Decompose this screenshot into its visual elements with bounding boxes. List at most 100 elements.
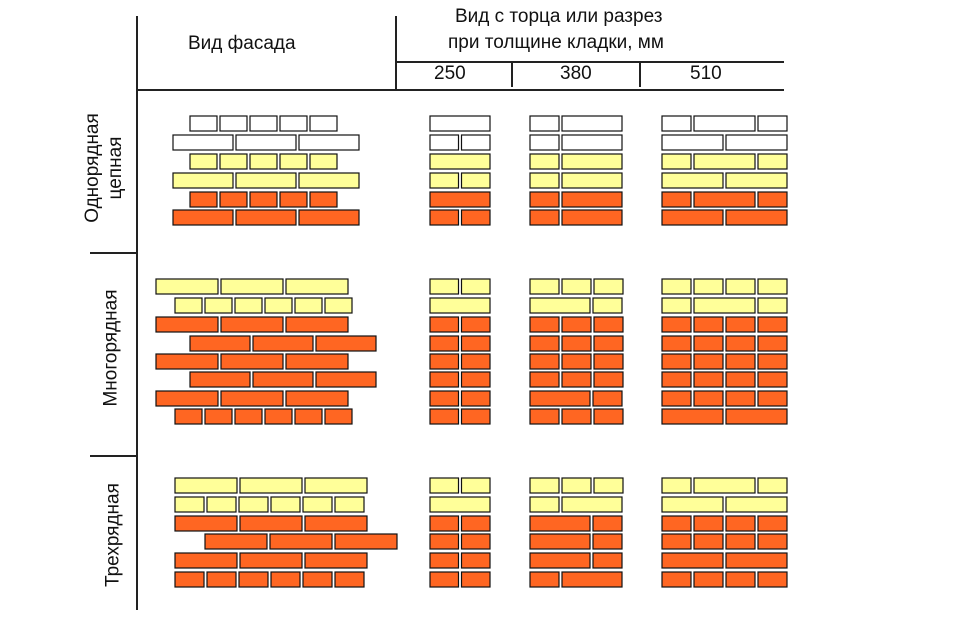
section-380-brick xyxy=(529,390,591,407)
section-380-brick xyxy=(529,408,560,425)
section-380-brick xyxy=(561,371,592,388)
thickness-label-510: 510 xyxy=(690,63,722,84)
section-380-brick xyxy=(592,552,623,569)
section-510-brick xyxy=(757,571,788,588)
section-380-brick xyxy=(561,278,592,295)
thickness-divider-2 xyxy=(639,63,641,87)
facade-brick-header xyxy=(249,115,278,132)
section-250-brick xyxy=(460,316,491,333)
section-380-brick xyxy=(561,115,623,132)
section-250-brick xyxy=(460,353,491,370)
section-380-brick xyxy=(529,552,591,569)
section-510-brick xyxy=(757,390,788,407)
header-vertical-line-left xyxy=(136,16,138,610)
facade-brick xyxy=(220,353,284,370)
section-250-brick xyxy=(429,371,460,388)
row-separator-2 xyxy=(90,455,137,457)
section-380-brick xyxy=(529,335,560,352)
section-510-brick xyxy=(725,371,756,388)
section-510-brick xyxy=(757,533,788,550)
section-510-brick xyxy=(693,316,724,333)
section-380-brick xyxy=(561,477,592,494)
section-380-brick xyxy=(529,353,560,370)
facade-brick xyxy=(252,371,314,388)
section-510-brick xyxy=(661,390,692,407)
section-250-brick xyxy=(429,115,491,132)
section-510-brick xyxy=(725,172,788,189)
section-510-brick xyxy=(661,297,692,314)
section-510-brick xyxy=(725,209,788,226)
section-250-brick xyxy=(460,209,491,226)
facade-brick xyxy=(302,571,333,588)
facade-brick xyxy=(285,390,349,407)
section-510-brick xyxy=(757,153,788,170)
section-250-brick xyxy=(429,477,460,494)
facade-brick xyxy=(285,316,349,333)
section-510-brick xyxy=(693,115,756,132)
facade-brick xyxy=(174,496,205,513)
row-separator-1 xyxy=(90,252,137,254)
facade-brick-header xyxy=(309,153,338,170)
section-380-brick xyxy=(561,191,623,208)
facade-brick-stretcher xyxy=(172,134,234,151)
section-510-brick xyxy=(757,115,788,132)
section-380-brick xyxy=(529,209,560,226)
facade-brick xyxy=(264,408,293,425)
facade-brick-header xyxy=(249,153,278,170)
section-380-brick xyxy=(529,134,560,151)
section-510-brick xyxy=(757,335,788,352)
section-250-brick xyxy=(429,278,460,295)
header-vertical-line-mid xyxy=(395,16,397,89)
facade-brick xyxy=(155,316,219,333)
section-510-brick xyxy=(661,477,692,494)
section-250-brick xyxy=(429,552,460,569)
facade-brick xyxy=(239,552,303,569)
facade-brick xyxy=(220,278,284,295)
facade-brick xyxy=(264,297,293,314)
section-380-brick xyxy=(593,278,624,295)
section-250-brick xyxy=(429,496,491,513)
section-250-brick xyxy=(429,134,460,151)
section-510-brick xyxy=(661,515,692,532)
section-510-brick xyxy=(661,153,692,170)
facade-brick xyxy=(294,297,323,314)
facade-brick xyxy=(270,496,301,513)
facade-brick-stretcher xyxy=(172,172,234,189)
section-380-brick xyxy=(593,316,624,333)
section-250-brick xyxy=(460,515,491,532)
facade-brick xyxy=(334,496,365,513)
section-250-brick xyxy=(429,353,460,370)
facade-brick xyxy=(174,297,203,314)
section-510-brick xyxy=(725,533,756,550)
facade-brick xyxy=(285,278,349,295)
section-380-brick xyxy=(561,134,623,151)
facade-brick xyxy=(220,390,284,407)
facade-brick xyxy=(315,335,377,352)
section-380-brick xyxy=(529,115,560,132)
facade-brick-header xyxy=(249,191,278,208)
facade-brick xyxy=(304,515,368,532)
section-510-brick xyxy=(661,408,724,425)
section-250-brick xyxy=(460,533,491,550)
section-380-brick xyxy=(592,515,623,532)
section-510-brick xyxy=(757,353,788,370)
section-510-brick xyxy=(757,477,788,494)
section-510-brick xyxy=(757,316,788,333)
section-250-brick xyxy=(429,335,460,352)
section-380-brick xyxy=(561,172,623,189)
facade-brick xyxy=(239,477,303,494)
section-380-brick xyxy=(529,297,591,314)
section-510-brick xyxy=(661,209,724,226)
section-250-brick xyxy=(460,134,491,151)
section-380-brick xyxy=(529,371,560,388)
facade-brick-stretcher xyxy=(298,134,360,151)
section-380-brick xyxy=(561,335,592,352)
section-380-brick xyxy=(529,316,560,333)
section-510-brick xyxy=(757,371,788,388)
facade-brick xyxy=(238,496,269,513)
thickness-label-380: 380 xyxy=(560,63,592,84)
section-380-brick xyxy=(593,335,624,352)
section-510-brick xyxy=(757,278,788,295)
section-250-brick xyxy=(429,172,460,189)
section-380-brick xyxy=(593,408,624,425)
